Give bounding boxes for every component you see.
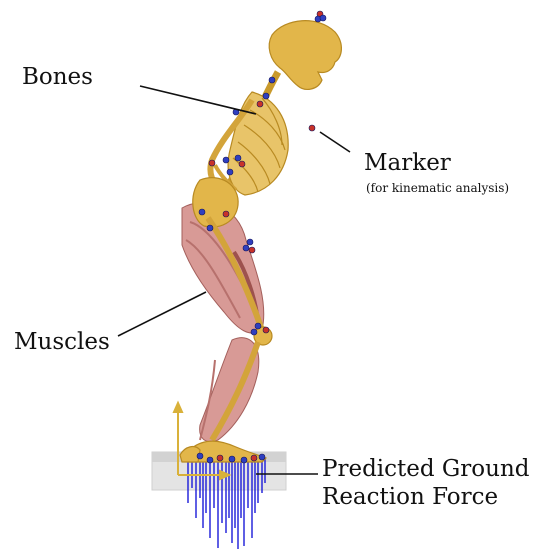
bones-label: Bones: [22, 64, 93, 90]
marker-dot: [217, 455, 223, 461]
marker-note: (for kinematic analysis): [366, 181, 509, 195]
marker-label: Marker: [364, 150, 451, 176]
marker-dot: [243, 245, 249, 251]
marker-dot: [207, 457, 213, 463]
muscles-label: Muscles: [14, 329, 110, 355]
marker-dot: [249, 247, 255, 253]
grf-label-line1: Predicted Ground: [322, 456, 530, 482]
marker-dot: [199, 209, 205, 215]
marker-dot: [255, 323, 261, 329]
marker-dot: [207, 225, 213, 231]
marker-dot: [229, 456, 235, 462]
marker-dot: [223, 157, 229, 163]
marker-dot: [269, 77, 275, 83]
marker-dot: [259, 454, 265, 460]
marker-dot: [227, 169, 233, 175]
grf-label-line2: Reaction Force: [322, 484, 498, 510]
marker-dot: [263, 93, 269, 99]
marker-dot: [257, 101, 263, 107]
marker-dot: [251, 455, 257, 461]
marker-dot: [235, 155, 241, 161]
marker-dot: [251, 329, 257, 335]
marker-dot: [263, 327, 269, 333]
marker-dot: [247, 239, 253, 245]
marker-dot: [239, 161, 245, 167]
marker-dot: [223, 211, 229, 217]
marker-dot: [241, 457, 247, 463]
marker-dot: [320, 15, 326, 21]
marker-dot: [309, 125, 315, 131]
marker-dot: [209, 160, 215, 166]
marker-dot: [197, 453, 203, 459]
